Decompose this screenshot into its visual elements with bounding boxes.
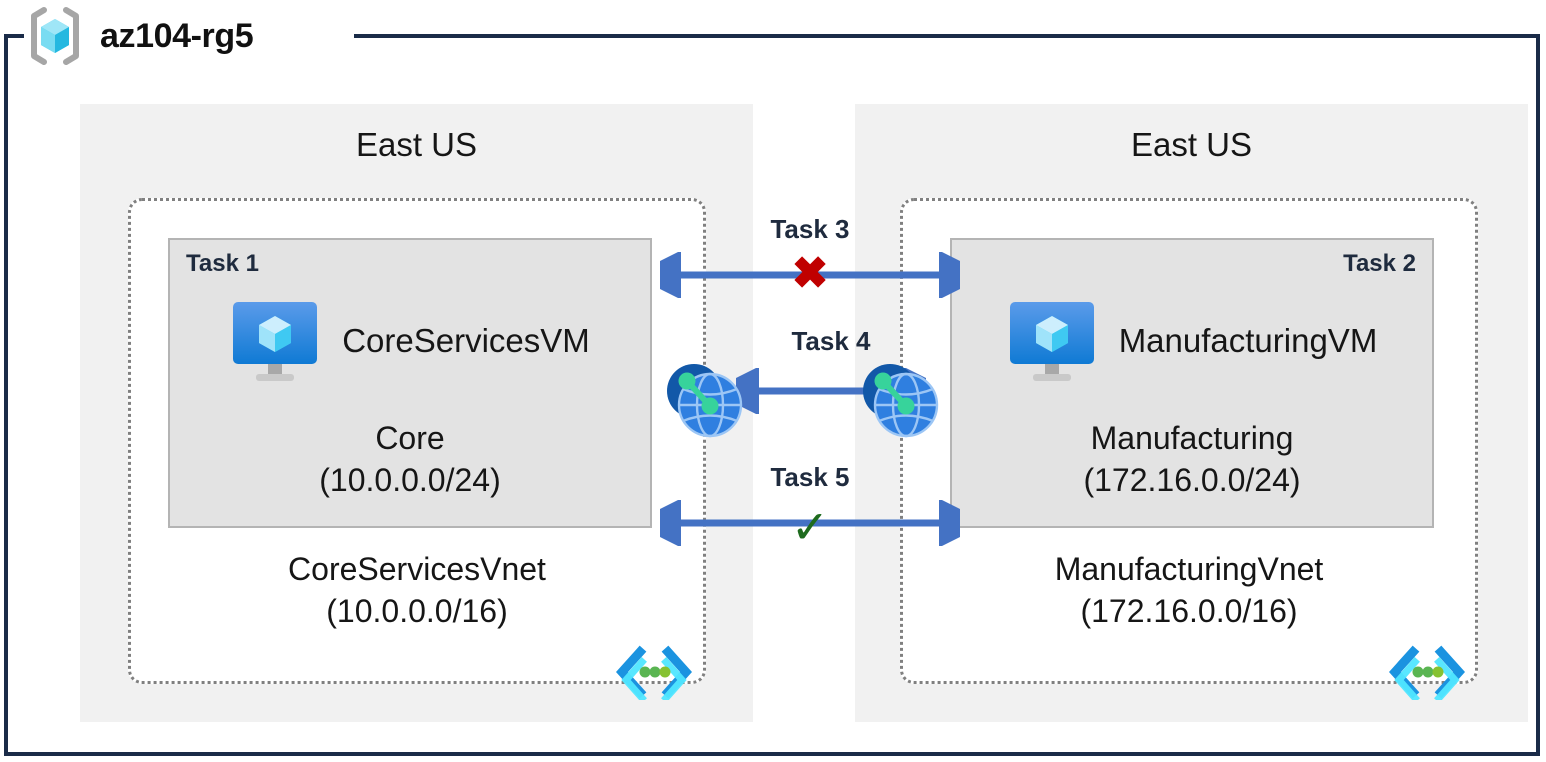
- vnet-cidr-left: (10.0.0.0/16): [326, 592, 508, 629]
- azure-resource-group-cube-icon: [24, 6, 86, 66]
- region-label-right: East US: [1130, 126, 1253, 163]
- resource-group-frame: [4, 34, 1540, 756]
- connector-label-task-4: Task 4: [791, 326, 871, 356]
- vnet-cidr-right: (172.16.0.0/16): [1080, 592, 1298, 629]
- vnet-name-left: CoreServicesVnet: [288, 551, 546, 587]
- subnet-box-right: Task 2: [950, 238, 1434, 528]
- subnet-box-left: Task 1: [168, 238, 652, 528]
- vnet-label-left: CoreServicesVnet (10.0.0.0/16): [131, 549, 703, 632]
- task-label-2: Task 2: [1343, 250, 1416, 277]
- vnet-globe-icon-left: [660, 355, 746, 441]
- arrow-task-3: [660, 252, 960, 298]
- subnet-label-left: Core (10.0.0.0/24): [170, 418, 650, 501]
- resource-group-name: az104-rg5: [100, 16, 254, 55]
- subnet-name-right: Manufacturing: [1090, 420, 1294, 456]
- vm-name-right: ManufacturingVM: [1118, 322, 1378, 359]
- connector-label-task-5: Task 5: [770, 462, 850, 492]
- connector-label-task-3: Task 3: [770, 214, 850, 244]
- vnet-label-right: ManufacturingVnet (172.16.0.0/16): [903, 549, 1475, 632]
- vnet-globe-icon-right: [856, 355, 942, 441]
- arrow-task-5: [660, 500, 960, 546]
- subnet-cidr-value-left: (10.0.0.0/24): [319, 461, 501, 498]
- subnet-chevron-dots-icon-right: [1388, 644, 1466, 703]
- vm-row-left: CoreServicesVM: [170, 298, 650, 384]
- virtual-machine-monitor-icon: [230, 298, 320, 384]
- connector-task-3: Task 3 ✖: [660, 214, 960, 310]
- subnet-name-left: Core: [375, 420, 445, 456]
- vnet-name-right: ManufacturingVnet: [1054, 551, 1324, 587]
- task-label-1: Task 1: [186, 250, 259, 277]
- resource-group-header: az104-rg5: [24, 6, 254, 66]
- region-label-left: East US: [355, 126, 478, 163]
- virtual-machine-monitor-icon: [1007, 298, 1097, 384]
- subnet-label-right: Manufacturing (172.16.0.0/24): [952, 418, 1432, 501]
- vm-name-left: CoreServicesVM: [342, 322, 590, 359]
- subnet-cidr-value-right: (172.16.0.0/24): [1083, 461, 1301, 498]
- subnet-chevron-dots-icon-left: [615, 644, 693, 703]
- connector-task-5: Task 5 ✓: [660, 462, 960, 558]
- vm-row-right: ManufacturingVM: [952, 298, 1432, 384]
